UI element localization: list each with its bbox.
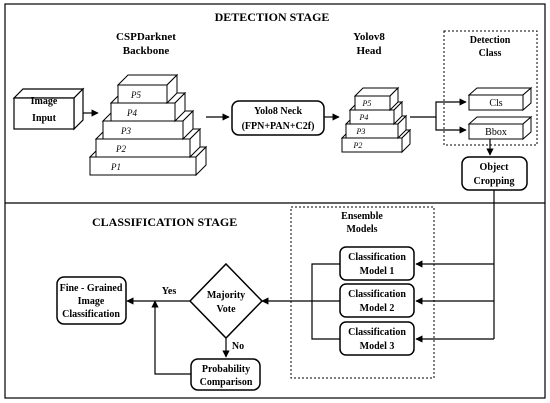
model-2-line1: Classification [348,289,406,300]
cls-label: Cls [489,98,502,109]
probability-line1: Probability [202,364,250,375]
ensemble-title-line1: Ensemble [341,211,383,222]
yes-label: Yes [162,286,177,297]
majority-vote-line2: Vote [216,304,236,315]
neck-box: Yolo8 Neck (FPN+PAN+C2f) [231,100,325,136]
detection-class-title-line1: Detection [470,35,511,46]
object-cropping-line2: Cropping [474,176,515,187]
head-level-p3: P3 [356,127,366,136]
model-1-line2: Model 1 [360,266,395,277]
head-title-line1: Yolov8 [353,31,385,43]
arrow-head-cls [410,98,467,118]
probability-box: Probability Comparison [190,358,261,391]
detection-stage-title: DETECTION STAGE [215,10,330,24]
backbone-level-p5: P5 [130,90,141,100]
image-input-line2: Input [32,113,57,124]
fine-grained-line3: Classification [62,309,120,320]
classification-model-1: Classification Model 1 [339,246,415,281]
classification-stage-title: CLASSIFICATION STAGE [92,215,237,229]
neck-line2: (FPN+PAN+C2f) [242,121,315,132]
detection-class-title-line2: Class [479,48,502,59]
head-level-p2: P2 [353,141,363,150]
fine-grained-line1: Fine - Grained [60,283,123,294]
backbone-pyramid: P1 P2 P3 P4 P5 [88,73,208,177]
backbone-level-p2: P2 [115,144,126,154]
classification-model-2: Classification Model 2 [339,283,415,318]
head-level-p4: P4 [359,113,369,122]
arrow-head-bbox [435,117,467,134]
backbone-title-line1: CSPDarknet [116,31,176,43]
model-2-line2: Model 2 [360,303,395,314]
majority-vote-line1: Majority [207,290,245,301]
fine-grained-line2: Image [78,296,105,307]
backbone-level-p4: P4 [126,108,137,118]
arrow-probability-fine-grained [151,300,191,375]
object-cropping-box: Object Cropping [461,156,528,191]
head-pyramid: P2 P3 P4 P5 [340,86,412,154]
model-3-line2: Model 3 [360,341,395,352]
head-layer-p5: P5 [353,86,400,112]
ensemble-title-line2: Models [346,224,377,235]
object-cropping-line1: Object [480,162,510,173]
backbone-level-p1: P1 [110,162,121,172]
backbone-level-p3: P3 [120,126,131,136]
model-3-line1: Classification [348,327,406,338]
backbone-layer-p5: P5 [116,73,179,105]
majority-vote-diamond: Majority Vote [188,262,264,340]
ensemble-region [290,206,435,379]
classification-model-3: Classification Model 3 [339,321,415,356]
outer-frame [4,3,546,399]
neck-line1: Yolo8 Neck [254,106,302,117]
bbox-box: Bbox [467,115,533,141]
fine-grained-box: Fine - Grained Image Classification [56,276,127,325]
cls-box: Cls [467,86,533,112]
head-title-line2: Head [356,45,381,57]
image-input-box: Image Input [12,87,85,131]
head-level-p5: P5 [362,99,372,108]
model-1-line1: Classification [348,252,406,263]
bbox-label: Bbox [485,127,507,138]
backbone-title-line2: Backbone [123,45,170,57]
image-input-line1: Image [31,96,58,107]
no-label: No [232,341,244,352]
probability-line2: Comparison [200,377,253,388]
